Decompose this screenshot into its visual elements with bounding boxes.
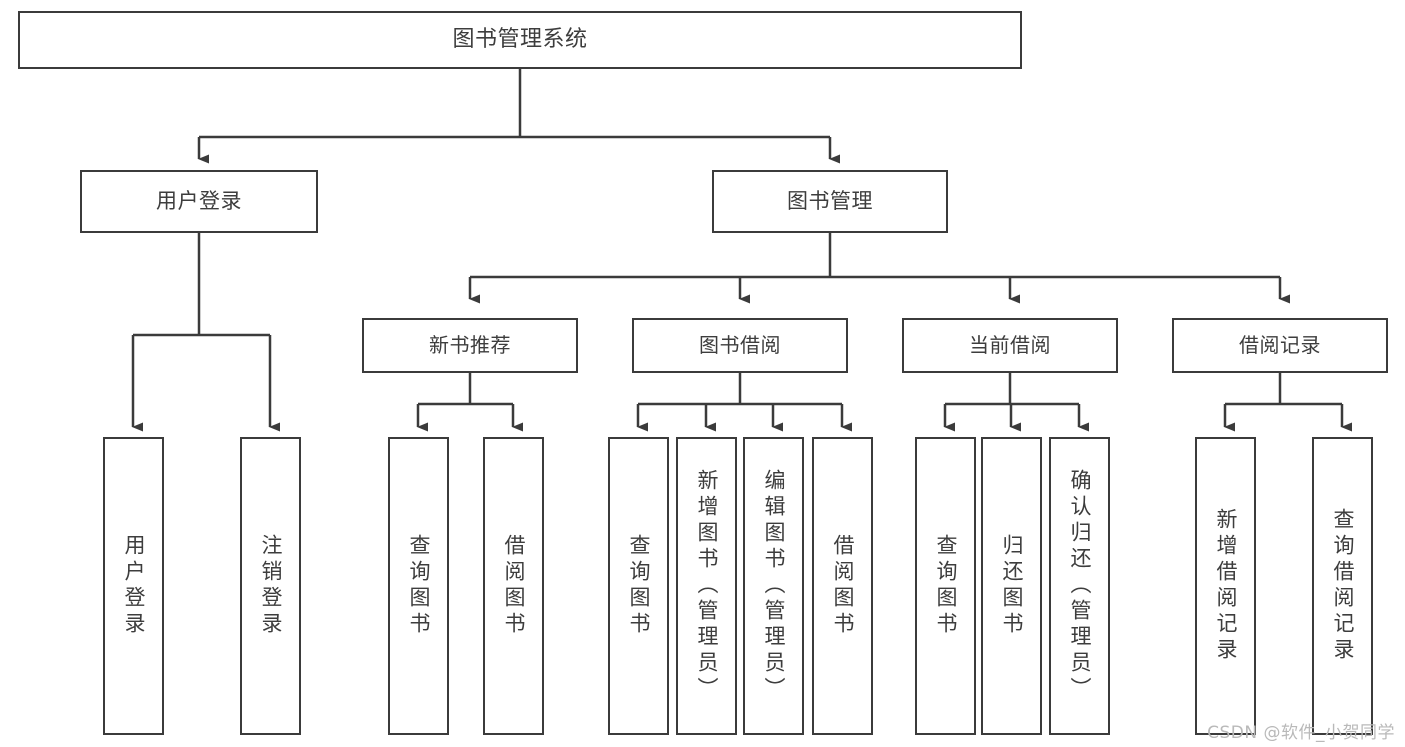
node-book-management-label: 图书管理 bbox=[787, 189, 873, 214]
node-leaf-label: 借阅图书 bbox=[502, 534, 526, 638]
node-leaf-label: 查询图书 bbox=[627, 534, 651, 638]
node-root-library-system[interactable]: 图书管理系统 bbox=[18, 11, 1022, 69]
node-borrow-record[interactable]: 借阅记录 bbox=[1172, 318, 1388, 373]
node-leaf-label: 用户登录 bbox=[122, 534, 146, 638]
node-leaf-book-borrow-query[interactable]: 查询图书 bbox=[608, 437, 669, 735]
node-leaf-label: 借阅图书 bbox=[831, 534, 855, 638]
node-leaf-label: 查询图书 bbox=[407, 534, 431, 638]
node-leaf-label: 查询借阅记录 bbox=[1331, 508, 1355, 664]
node-leaf-label: 确认归还（管理员） bbox=[1068, 469, 1092, 703]
node-leaf-user-login-logout[interactable]: 注销登录 bbox=[240, 437, 301, 735]
node-leaf-borrow-record-query[interactable]: 查询借阅记录 bbox=[1312, 437, 1373, 735]
node-root-label: 图书管理系统 bbox=[452, 27, 588, 53]
node-user-login-label: 用户登录 bbox=[156, 189, 242, 214]
node-leaf-new-book-query[interactable]: 查询图书 bbox=[388, 437, 449, 735]
node-leaf-borrow-record-add[interactable]: 新增借阅记录 bbox=[1195, 437, 1256, 735]
node-leaf-user-login-login[interactable]: 用户登录 bbox=[103, 437, 164, 735]
node-leaf-label: 归还图书 bbox=[1000, 534, 1024, 638]
node-leaf-book-borrow-borrow[interactable]: 借阅图书 bbox=[812, 437, 873, 735]
node-borrow-record-label: 借阅记录 bbox=[1239, 333, 1321, 357]
node-leaf-label: 新增借阅记录 bbox=[1214, 508, 1238, 664]
node-leaf-book-borrow-add[interactable]: 新增图书（管理员） bbox=[676, 437, 737, 735]
node-leaf-label: 注销登录 bbox=[259, 534, 283, 638]
node-leaf-new-book-borrow[interactable]: 借阅图书 bbox=[483, 437, 544, 735]
node-leaf-label: 查询图书 bbox=[934, 534, 958, 638]
node-book-management[interactable]: 图书管理 bbox=[712, 170, 948, 233]
node-leaf-current-borrow-confirm[interactable]: 确认归还（管理员） bbox=[1049, 437, 1110, 735]
node-leaf-label: 编辑图书（管理员） bbox=[762, 469, 786, 703]
node-leaf-book-borrow-edit[interactable]: 编辑图书（管理员） bbox=[743, 437, 804, 735]
node-new-book-recommend-label: 新书推荐 bbox=[429, 333, 511, 357]
node-new-book-recommend[interactable]: 新书推荐 bbox=[362, 318, 578, 373]
node-book-borrow[interactable]: 图书借阅 bbox=[632, 318, 848, 373]
node-current-borrow-label: 当前借阅 bbox=[969, 333, 1051, 357]
node-leaf-current-borrow-query[interactable]: 查询图书 bbox=[915, 437, 976, 735]
node-current-borrow[interactable]: 当前借阅 bbox=[902, 318, 1118, 373]
node-leaf-current-borrow-return[interactable]: 归还图书 bbox=[981, 437, 1042, 735]
node-user-login[interactable]: 用户登录 bbox=[80, 170, 318, 233]
node-leaf-label: 新增图书（管理员） bbox=[695, 469, 719, 703]
node-book-borrow-label: 图书借阅 bbox=[699, 333, 781, 357]
